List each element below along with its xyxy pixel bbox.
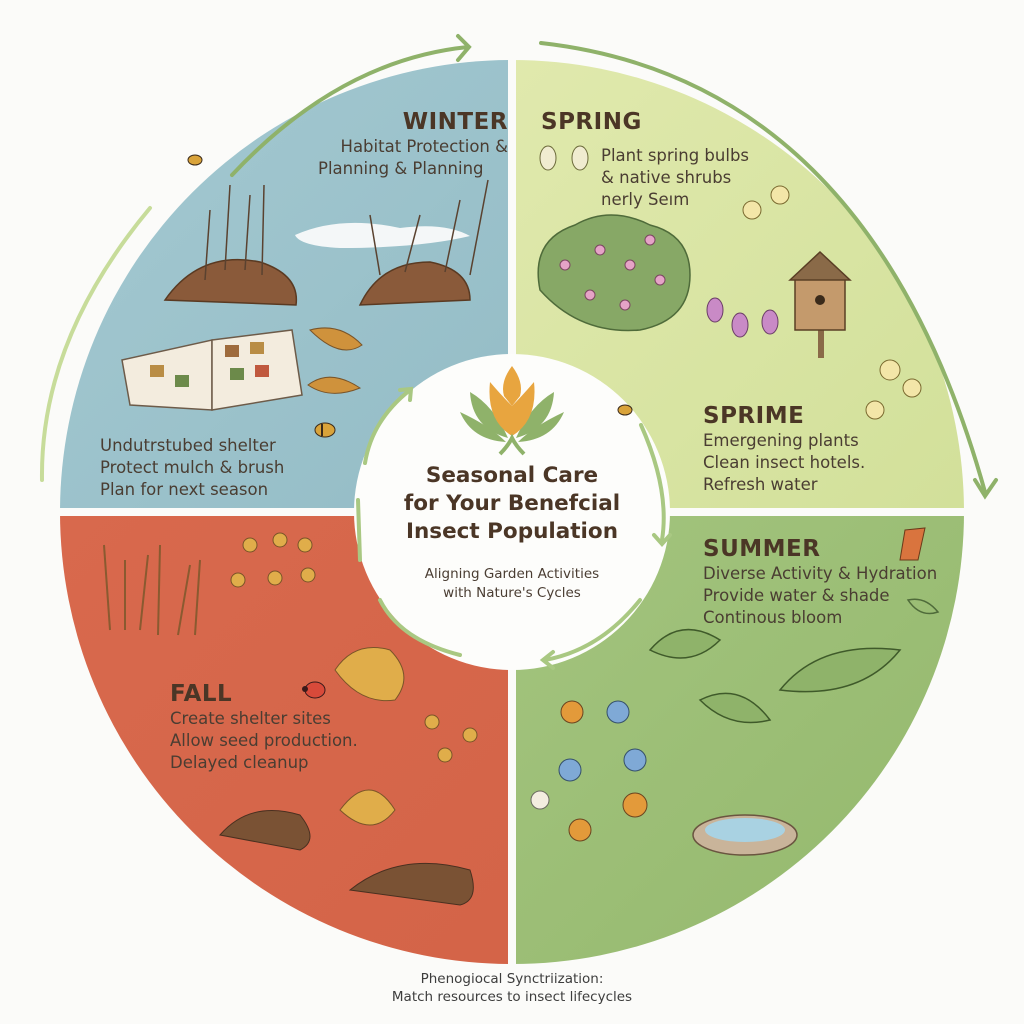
summer-title: SUMMER [703, 536, 821, 562]
winter-item: Undutrstubed shelter [100, 436, 276, 455]
spring-subtitle: Plant spring bulbs & native shrubs nerly… [601, 145, 749, 211]
winter-header: WINTER Habitat Protection & Planning & P… [318, 108, 508, 180]
yellow-flowers-icon [230, 532, 316, 588]
birdhouse-icon [788, 250, 852, 358]
leaf-litter-pile-icon [219, 810, 311, 851]
carrot-root-icon [899, 527, 926, 561]
center-subtitle-line: with Nature's Cycles [443, 585, 581, 601]
autumn-leaf-icon [339, 789, 396, 826]
summer-block: SUMMER Diverse Activity & Hydration Prov… [703, 535, 937, 629]
arrow-winter-to-spring [230, 45, 470, 177]
sprime-item: Emergening plants [703, 431, 859, 450]
bird-bath-icon [692, 814, 798, 856]
fall-illustrations [103, 532, 478, 906]
leaf-litter-pile-icon [348, 862, 474, 906]
winter-items: Undutrstubed shelter Protect mulch & bru… [100, 435, 284, 501]
winter-item: Plan for next season [100, 480, 269, 499]
spring-subtitle-line: nerly Seım [601, 190, 690, 209]
autumn-leaf-icon [334, 647, 405, 702]
frosted-stems-icon [204, 179, 489, 281]
mulch-mound-icon [163, 258, 298, 306]
daffodil-icon [742, 185, 922, 420]
bee-icon [617, 404, 633, 416]
inner-cycle-arrows [356, 386, 672, 670]
winter-title: WINTER [402, 109, 508, 135]
arrow-fall-to-winter [39, 206, 152, 482]
fall-item: Allow seed production. [170, 731, 358, 750]
spring-subtitle-line: & native shrubs [601, 168, 732, 187]
center-title-line: Seasonal Care [425, 463, 599, 488]
footer-line: Phenogiocal Synctriization: [420, 971, 604, 987]
center-subtitle-line: Aligning Garden Activities [424, 566, 600, 582]
spring-title: SPRING [541, 109, 642, 135]
outer-cycle-arrows [39, 34, 998, 500]
arrowhead-icon [973, 478, 998, 500]
fall-item: Create shelter sites [170, 709, 331, 728]
seed-catalog-book-icon [121, 329, 303, 411]
summer-item: Diverse Activity & Hydration [703, 564, 938, 583]
spring-title-block: SPRING [541, 108, 642, 136]
lotus-leaf-logo-icon [460, 366, 564, 456]
sprime-item: Refresh water [703, 475, 818, 494]
daisy-flowers-icon [530, 700, 648, 842]
winter-item: Protect mulch & brush [100, 458, 285, 477]
snow-cloud-icon [295, 222, 470, 248]
fall-block: FALL Create shelter sites Allow seed pro… [170, 680, 358, 774]
dry-leaf-icon [307, 376, 362, 394]
winter-subtitle-line: Habitat Protection & [340, 137, 508, 156]
mulch-mound-icon [358, 261, 471, 306]
bee-icon [187, 154, 203, 166]
ladybug-icon [302, 681, 326, 699]
center-title-line: for Your Benefcial [403, 491, 621, 516]
summer-item: Continous bloom [703, 608, 843, 627]
winter-subtitle-line: Planning & Planning [318, 159, 484, 178]
large-leaf-plant-icon [648, 628, 722, 659]
footer-line: Match resources to insect lifecycles [391, 989, 633, 1005]
sprime-title: SPRIME [703, 403, 805, 429]
center-title-line: Insect Population [405, 519, 619, 544]
footer-caption: Phenogiocal Synctriization: Match resour… [312, 970, 712, 1006]
dry-leaf-icon [309, 327, 363, 351]
crocus-icon [539, 145, 589, 171]
spring-illustrations [537, 145, 922, 420]
summer-illustrations [530, 527, 940, 856]
center-title: Seasonal Care for Your Benefcial Insect … [362, 462, 662, 546]
fall-title: FALL [170, 681, 233, 707]
arrow-spring-to-summer [539, 41, 987, 494]
arrowhead-icon [456, 34, 472, 62]
summer-item: Provide water & shade [703, 586, 890, 605]
tulip-icon [706, 297, 779, 338]
seed-heads-icon [103, 544, 201, 636]
large-leaf-plant-icon [778, 647, 902, 693]
center-subtitle: Aligning Garden Activities with Nature's… [362, 565, 662, 603]
leaf-icon [906, 598, 940, 615]
center-disc [354, 354, 670, 670]
winter-illustrations [121, 154, 489, 438]
fall-item: Delayed cleanup [170, 753, 309, 772]
yellow-flowers-icon [424, 714, 478, 763]
sprime-item: Clean insect hotels. [703, 453, 866, 472]
sprime-block: SPRIME Emergening plants Clean insect ho… [703, 402, 865, 496]
pink-flowers-icon [559, 234, 666, 311]
spring-subtitle-line: Plant spring bulbs [601, 146, 750, 165]
bee-icon [314, 422, 336, 438]
